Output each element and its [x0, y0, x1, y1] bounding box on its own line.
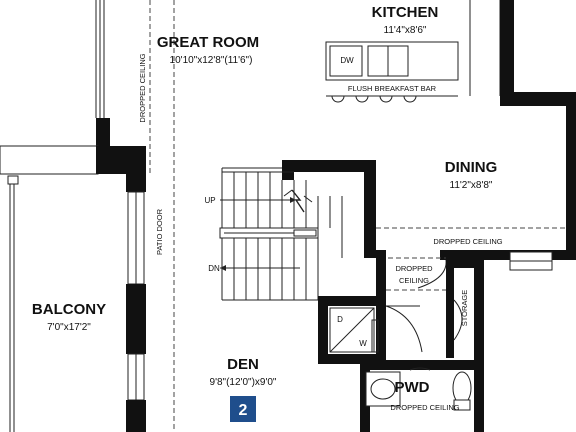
dining-title: DINING	[445, 159, 498, 176]
stool	[331, 95, 345, 103]
wall-segment	[126, 284, 146, 354]
stair-core	[219, 160, 376, 301]
powder-room	[360, 360, 484, 432]
wall-segment	[96, 146, 146, 174]
dw-label: DW	[340, 56, 354, 65]
floor-number-text: 2	[239, 402, 248, 419]
stool	[355, 95, 369, 103]
den-title: DEN	[227, 356, 259, 373]
wall-segment	[96, 118, 110, 148]
stool	[379, 95, 393, 103]
balcony-title: BALCONY	[32, 301, 106, 318]
dn-label: DN	[208, 264, 220, 273]
dishwasher	[329, 45, 363, 77]
wall-segment	[446, 258, 454, 358]
up-label: UP	[204, 196, 215, 205]
wall-segment	[474, 258, 484, 362]
wall-segment	[566, 106, 576, 252]
floor-number-badge	[230, 396, 256, 422]
great-room-dims: 10'10"x12'8"(11'6")	[170, 55, 253, 66]
sink-bowl	[370, 378, 396, 400]
kitchen-title: KITCHEN	[372, 4, 439, 21]
washer-w-label: W	[359, 339, 367, 348]
dropped-ceiling-vertical-label: DROPPED CEILING	[138, 53, 147, 122]
dropped-ceiling-pwd-label: DROPPED CEILING	[390, 403, 459, 412]
wall-segment	[446, 258, 476, 268]
balcony-area	[0, 0, 146, 432]
wall-segment	[282, 160, 376, 258]
service-core	[318, 250, 484, 364]
wall-segment	[500, 0, 576, 106]
kitchen-dims: 11'4"x8'6"	[384, 25, 427, 36]
balcony-dims: 7'0"x17'2"	[47, 322, 91, 333]
wall-segment	[360, 360, 370, 432]
den-dims: 9'8"(12'0")x9'0"	[210, 377, 277, 388]
flush-breakfast-bar-label: FLUSH BREAKFAST BAR	[348, 84, 437, 93]
great-room-title: GREAT ROOM	[157, 34, 259, 51]
dropped-ceiling-hall-label-2: CEILING	[399, 276, 429, 285]
wall-segment	[376, 250, 386, 364]
dining-area	[376, 0, 576, 271]
balcony-beam	[0, 145, 99, 175]
vanity	[365, 371, 401, 407]
door-swing	[385, 305, 423, 353]
pwd-title: PWD	[395, 379, 430, 396]
toilet	[452, 371, 472, 405]
storage-label: STORAGE	[460, 290, 469, 327]
wall-segment	[318, 354, 384, 364]
wall-segment	[474, 360, 484, 432]
wall-segment	[126, 174, 146, 192]
stool	[403, 95, 417, 103]
washer-d-label: D	[337, 315, 343, 324]
wall-segment	[318, 296, 328, 360]
wall-segment	[440, 250, 576, 260]
dropped-ceiling-hall-label-1: DROPPED	[395, 264, 433, 273]
wall-segment	[126, 400, 146, 432]
wall-segment	[360, 360, 484, 370]
patio-door-label: PATIO DOOR	[155, 208, 164, 255]
dropped-ceiling-dining-label: DROPPED CEILING	[433, 237, 502, 246]
wall-segment	[318, 296, 384, 306]
dining-dims: 11'2"x8'8"	[450, 180, 493, 191]
